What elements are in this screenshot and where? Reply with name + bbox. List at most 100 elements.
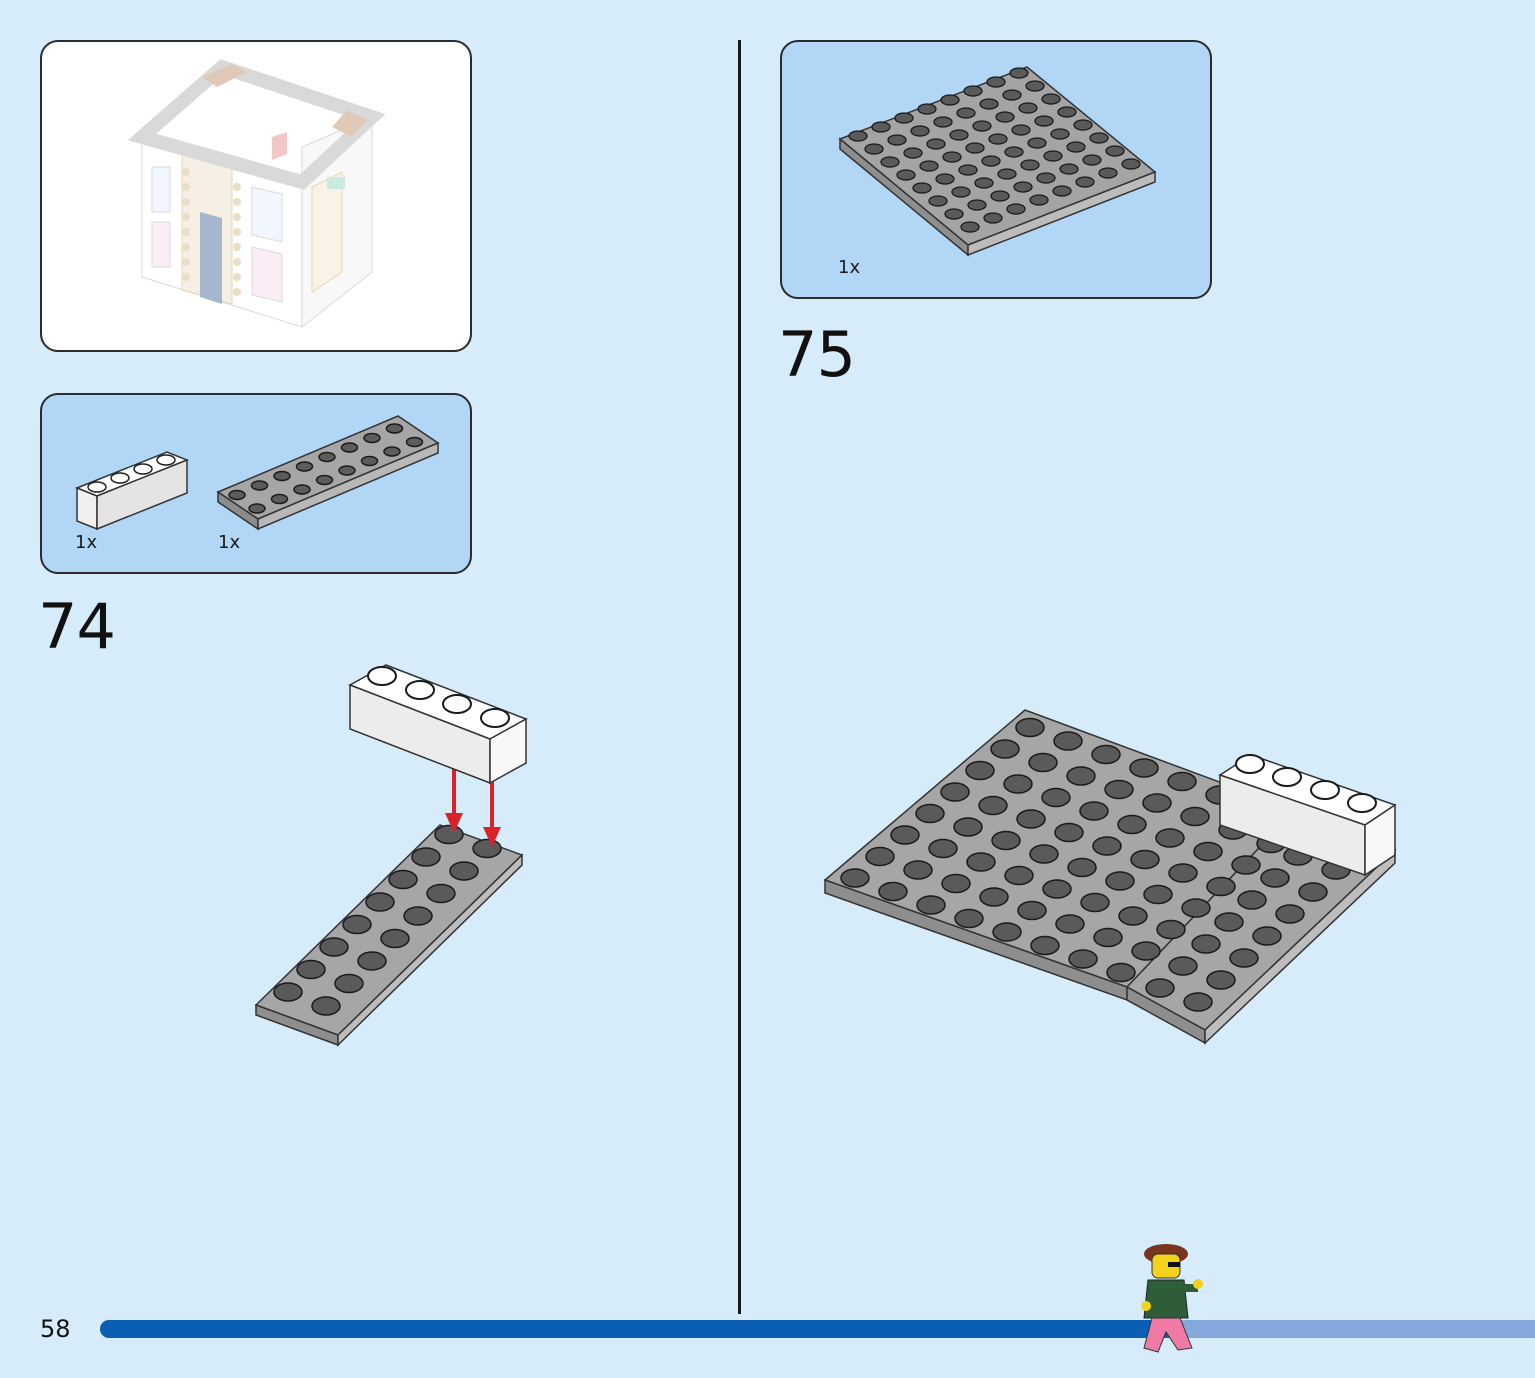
stud: [990, 190, 1010, 202]
stud: [919, 160, 939, 172]
stud: [405, 436, 424, 448]
stud: [990, 739, 1020, 759]
stud: [1168, 863, 1198, 883]
stud: [1275, 904, 1305, 924]
stud: [974, 177, 994, 189]
stud: [988, 133, 1008, 145]
stud: [1013, 181, 1033, 193]
stud: [1214, 912, 1244, 932]
stud: [1181, 898, 1211, 918]
stud: [315, 474, 334, 486]
stud: [426, 883, 456, 904]
stud: [1041, 93, 1061, 105]
stud: [1079, 801, 1109, 821]
stud: [1098, 167, 1118, 179]
stud: [1043, 150, 1063, 162]
stud: [311, 996, 341, 1016]
stud: [1020, 159, 1040, 171]
stud: [1260, 868, 1290, 888]
stud: [1018, 102, 1038, 114]
stud: [1105, 871, 1135, 891]
stud: [1105, 145, 1125, 157]
stud: [296, 959, 326, 980]
stud: [1298, 882, 1328, 902]
stud: [840, 868, 870, 888]
stud: [991, 830, 1021, 851]
stud: [848, 130, 868, 142]
stud: [1191, 934, 1221, 954]
stud: [1066, 766, 1096, 786]
part-qty-grey-plate: 1x: [218, 532, 241, 553]
stud: [979, 887, 1009, 907]
stud: [1075, 176, 1095, 188]
stud: [953, 817, 983, 837]
stud: [1091, 744, 1121, 765]
reference-model-panel: [40, 40, 472, 352]
part-qty-grey-plate-8x8: 1x: [838, 257, 861, 278]
stud: [403, 906, 433, 926]
partial-building-illustration: [127, 59, 386, 329]
stud: [965, 142, 985, 154]
stud: [910, 125, 930, 137]
stud: [1054, 822, 1084, 843]
stud: [1106, 962, 1136, 983]
stud: [1080, 892, 1110, 913]
stud: [383, 446, 401, 457]
stud: [365, 892, 395, 912]
stud: [992, 922, 1022, 942]
stud: [915, 803, 945, 824]
stud: [890, 825, 920, 845]
page-divider: [738, 40, 741, 1314]
page-number: 58: [40, 1315, 71, 1343]
stud: [1067, 857, 1097, 878]
stud: [1193, 841, 1223, 862]
stud: [472, 838, 502, 859]
stud: [1015, 717, 1045, 738]
stud: [940, 94, 960, 106]
progress-bar: [100, 1320, 1169, 1338]
stud: [1002, 89, 1022, 101]
stud: [903, 860, 933, 880]
stud: [997, 168, 1017, 180]
stud: [1006, 203, 1026, 215]
stud: [1057, 106, 1077, 118]
stud: [270, 493, 289, 505]
stud: [896, 169, 916, 181]
stud: [1042, 879, 1072, 899]
stud: [1206, 970, 1236, 990]
stud: [357, 951, 387, 971]
stud: [1131, 941, 1161, 961]
stud: [871, 121, 891, 133]
stud: [1089, 132, 1109, 144]
stud: [318, 451, 336, 463]
stud: [928, 195, 948, 207]
stud: [1155, 828, 1185, 848]
stud: [1027, 137, 1047, 149]
stud: [411, 847, 441, 867]
stud: [1029, 844, 1059, 864]
stud: [1168, 956, 1198, 976]
stud: [385, 423, 404, 434]
stud: [912, 182, 932, 194]
stud: [449, 861, 479, 881]
stud: [363, 432, 381, 444]
step-number-75: 75: [778, 318, 856, 391]
stud: [979, 98, 999, 110]
stud: [248, 503, 266, 514]
stud: [434, 824, 464, 845]
stud: [1059, 163, 1079, 175]
stud: [1034, 115, 1054, 127]
stud: [958, 164, 978, 176]
red-arrow-icon: [445, 765, 501, 847]
stud: [944, 208, 964, 220]
stud: [880, 156, 900, 168]
stud: [1093, 927, 1123, 948]
stud: [1206, 876, 1236, 897]
stud: [1229, 948, 1259, 968]
stud: [963, 85, 983, 97]
stud: [864, 143, 884, 155]
stud: [273, 470, 291, 482]
stud: [978, 795, 1008, 816]
stud: [903, 147, 923, 159]
stud: [1180, 806, 1210, 827]
